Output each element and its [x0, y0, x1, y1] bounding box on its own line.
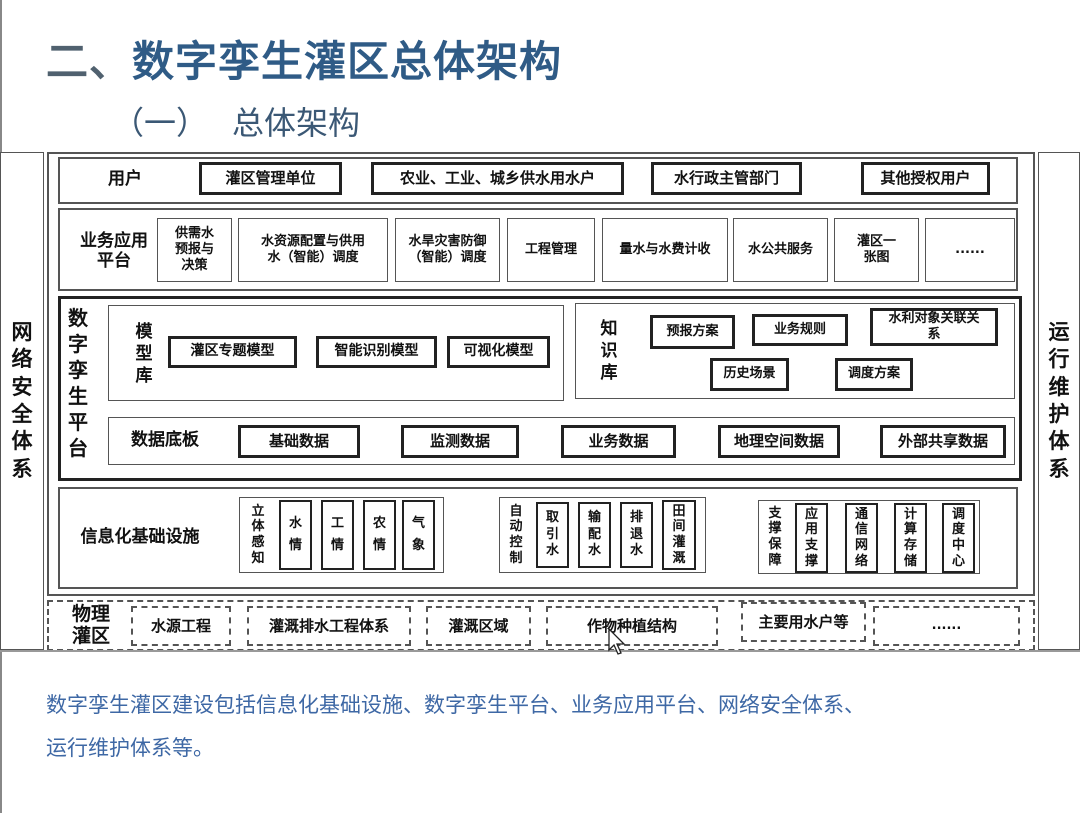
- infra-item: 农情: [363, 500, 396, 570]
- user-box: 农业、工业、城乡供水用水户: [371, 162, 624, 195]
- infra-item-label: 通信网络: [855, 506, 869, 569]
- infra-item-label: 工情: [331, 515, 345, 553]
- caption-line: 数字孪生灌区建设包括信息化基础设施、数字孪生平台、业务应用平台、网络安全体系、: [46, 693, 865, 717]
- users-label: 用户: [108, 168, 142, 189]
- knowledge-box: 水利对象关联关系: [870, 308, 998, 346]
- security-system-panel: 网络安全体系: [0, 152, 44, 650]
- main-frame: [47, 152, 1035, 596]
- model-box: 智能识别模型: [316, 336, 437, 368]
- mouse-cursor-icon: [608, 628, 626, 655]
- infra-item: 输配水: [578, 502, 611, 568]
- knowledge-library: [575, 303, 1015, 399]
- infra-item-label: 气象: [412, 515, 426, 553]
- business-box: 量水与水费计收: [602, 218, 728, 282]
- user-box: 其他授权用户: [861, 162, 990, 195]
- business-box: 工程管理: [507, 218, 595, 282]
- infra-item-label: 输配水: [588, 509, 602, 559]
- knowledge-library-label: 知识库: [595, 315, 623, 387]
- knowledge-box: 调度方案: [835, 358, 913, 391]
- business-box: 水资源配置与供用水（智能）调度: [238, 218, 388, 282]
- data-box: 监测数据: [401, 425, 519, 458]
- twin-platform-frame: [58, 296, 1022, 481]
- infra-group-label-text: 立体感知: [251, 503, 265, 566]
- knowledge-box: 业务规则: [752, 314, 848, 346]
- infra-item-label: 水情: [289, 515, 303, 553]
- business-box-label: 供需水预报与决策: [174, 225, 214, 274]
- infra-item: 工情: [321, 500, 354, 570]
- data-box: 外部共享数据: [880, 425, 1006, 458]
- twin-platform-label-text: 数字孪生平台: [68, 305, 88, 460]
- business-box: 供需水预报与决策: [157, 218, 232, 282]
- physical-box: 灌溉排水工程体系: [247, 606, 411, 646]
- security-system-label: 网络安全体系: [11, 320, 33, 481]
- physical-box: ......: [873, 606, 1020, 646]
- physical-box: 作物种植结构: [546, 606, 718, 646]
- infra-item: 田间灌溉: [662, 500, 696, 570]
- infra-group-label: 自动控制: [503, 500, 529, 570]
- infra-item-label: 调度中心: [952, 506, 966, 569]
- business-box-label: 灌区一张图: [856, 233, 896, 265]
- user-box: 水行政主管部门: [651, 162, 802, 195]
- data-box: 地理空间数据: [718, 425, 840, 458]
- business-box-label: 水资源配置与供用水（智能）调度: [260, 233, 365, 265]
- knowledge-box-label: 水利对象关联关系: [888, 310, 980, 342]
- model-box: 灌区专题模型: [168, 336, 297, 368]
- infra-item: 水情: [279, 500, 312, 570]
- business-box: 灌区一张图: [834, 218, 919, 282]
- subtitle-number: （一）: [112, 104, 209, 142]
- infrastructure-label: 信息化基础设施: [80, 526, 200, 547]
- infra-item-label: 应用支撑: [805, 506, 819, 569]
- infra-item: 调度中心: [942, 503, 975, 573]
- infra-group-label-text: 支撑保障: [768, 505, 782, 568]
- infra-item: 气象: [402, 500, 435, 570]
- infra-group-label: 立体感知: [245, 500, 271, 570]
- data-box: 基础数据: [238, 425, 360, 458]
- page-subtitle: （一） 总体架构: [112, 98, 360, 144]
- infra-item-label: 田间灌溉: [672, 503, 686, 566]
- title-prefix: 二、: [46, 37, 133, 86]
- knowledge-library-label-text: 知识库: [600, 318, 618, 384]
- infra-item: 取引水: [536, 502, 569, 568]
- infra-item: 计算存储: [894, 503, 927, 573]
- physical-irrigation-label-text: 物理灌区: [71, 603, 110, 647]
- infra-item: 应用支撑: [795, 503, 828, 573]
- model-library: [108, 305, 564, 401]
- infra-item-label: 计算存储: [904, 506, 918, 569]
- operation-system-label: 运行维护体系: [1048, 320, 1070, 481]
- knowledge-box: 历史场景: [710, 358, 789, 391]
- business-box-label: 水旱灾害防御（智能）调度: [408, 233, 487, 265]
- data-box: 业务数据: [561, 425, 676, 458]
- business-box: ......: [925, 218, 1015, 282]
- subtitle-text: 总体架构: [232, 104, 361, 142]
- infra-group-label: 支撑保障: [762, 503, 788, 571]
- physical-box: 主要用水户等: [741, 602, 866, 642]
- business-label: 业务应用平台: [80, 230, 148, 271]
- infra-item-label: 排退水: [630, 509, 644, 559]
- model-box: 可视化模型: [447, 336, 550, 368]
- infra-item: 通信网络: [845, 503, 878, 573]
- infra-group-label-text: 自动控制: [509, 503, 523, 566]
- model-library-label-text: 模型库: [135, 321, 153, 387]
- data-board: [108, 417, 1015, 465]
- operation-system-panel: 运行维护体系: [1038, 152, 1080, 650]
- page-title: 二、数字孪生灌区总体架构: [46, 28, 562, 89]
- infra-item-label: 取引水: [546, 509, 560, 559]
- physical-box: 灌溉区域: [426, 606, 531, 646]
- title-main: 数字孪生灌区总体架构: [132, 37, 563, 86]
- data-board-label: 数据底板: [131, 429, 199, 450]
- divider-line: [0, 650, 1080, 652]
- physical-irrigation-label: 物理灌区: [66, 602, 116, 650]
- business-box: 水公共服务: [733, 218, 828, 282]
- caption-line: 运行维护体系等。: [46, 736, 214, 760]
- infra-item: 排退水: [620, 502, 653, 568]
- user-box: 灌区管理单位: [199, 162, 342, 195]
- caption: 数字孪生灌区建设包括信息化基础设施、数字孪生平台、业务应用平台、网络安全体系、 …: [46, 684, 865, 770]
- physical-box: 水源工程: [131, 606, 231, 646]
- twin-platform-label: 数字孪生平台: [62, 300, 94, 465]
- infra-item-label: 农情: [373, 515, 387, 553]
- model-library-label: 模型库: [130, 315, 158, 393]
- knowledge-box: 预报方案: [650, 315, 735, 349]
- business-box: 水旱灾害防御（智能）调度: [395, 218, 500, 282]
